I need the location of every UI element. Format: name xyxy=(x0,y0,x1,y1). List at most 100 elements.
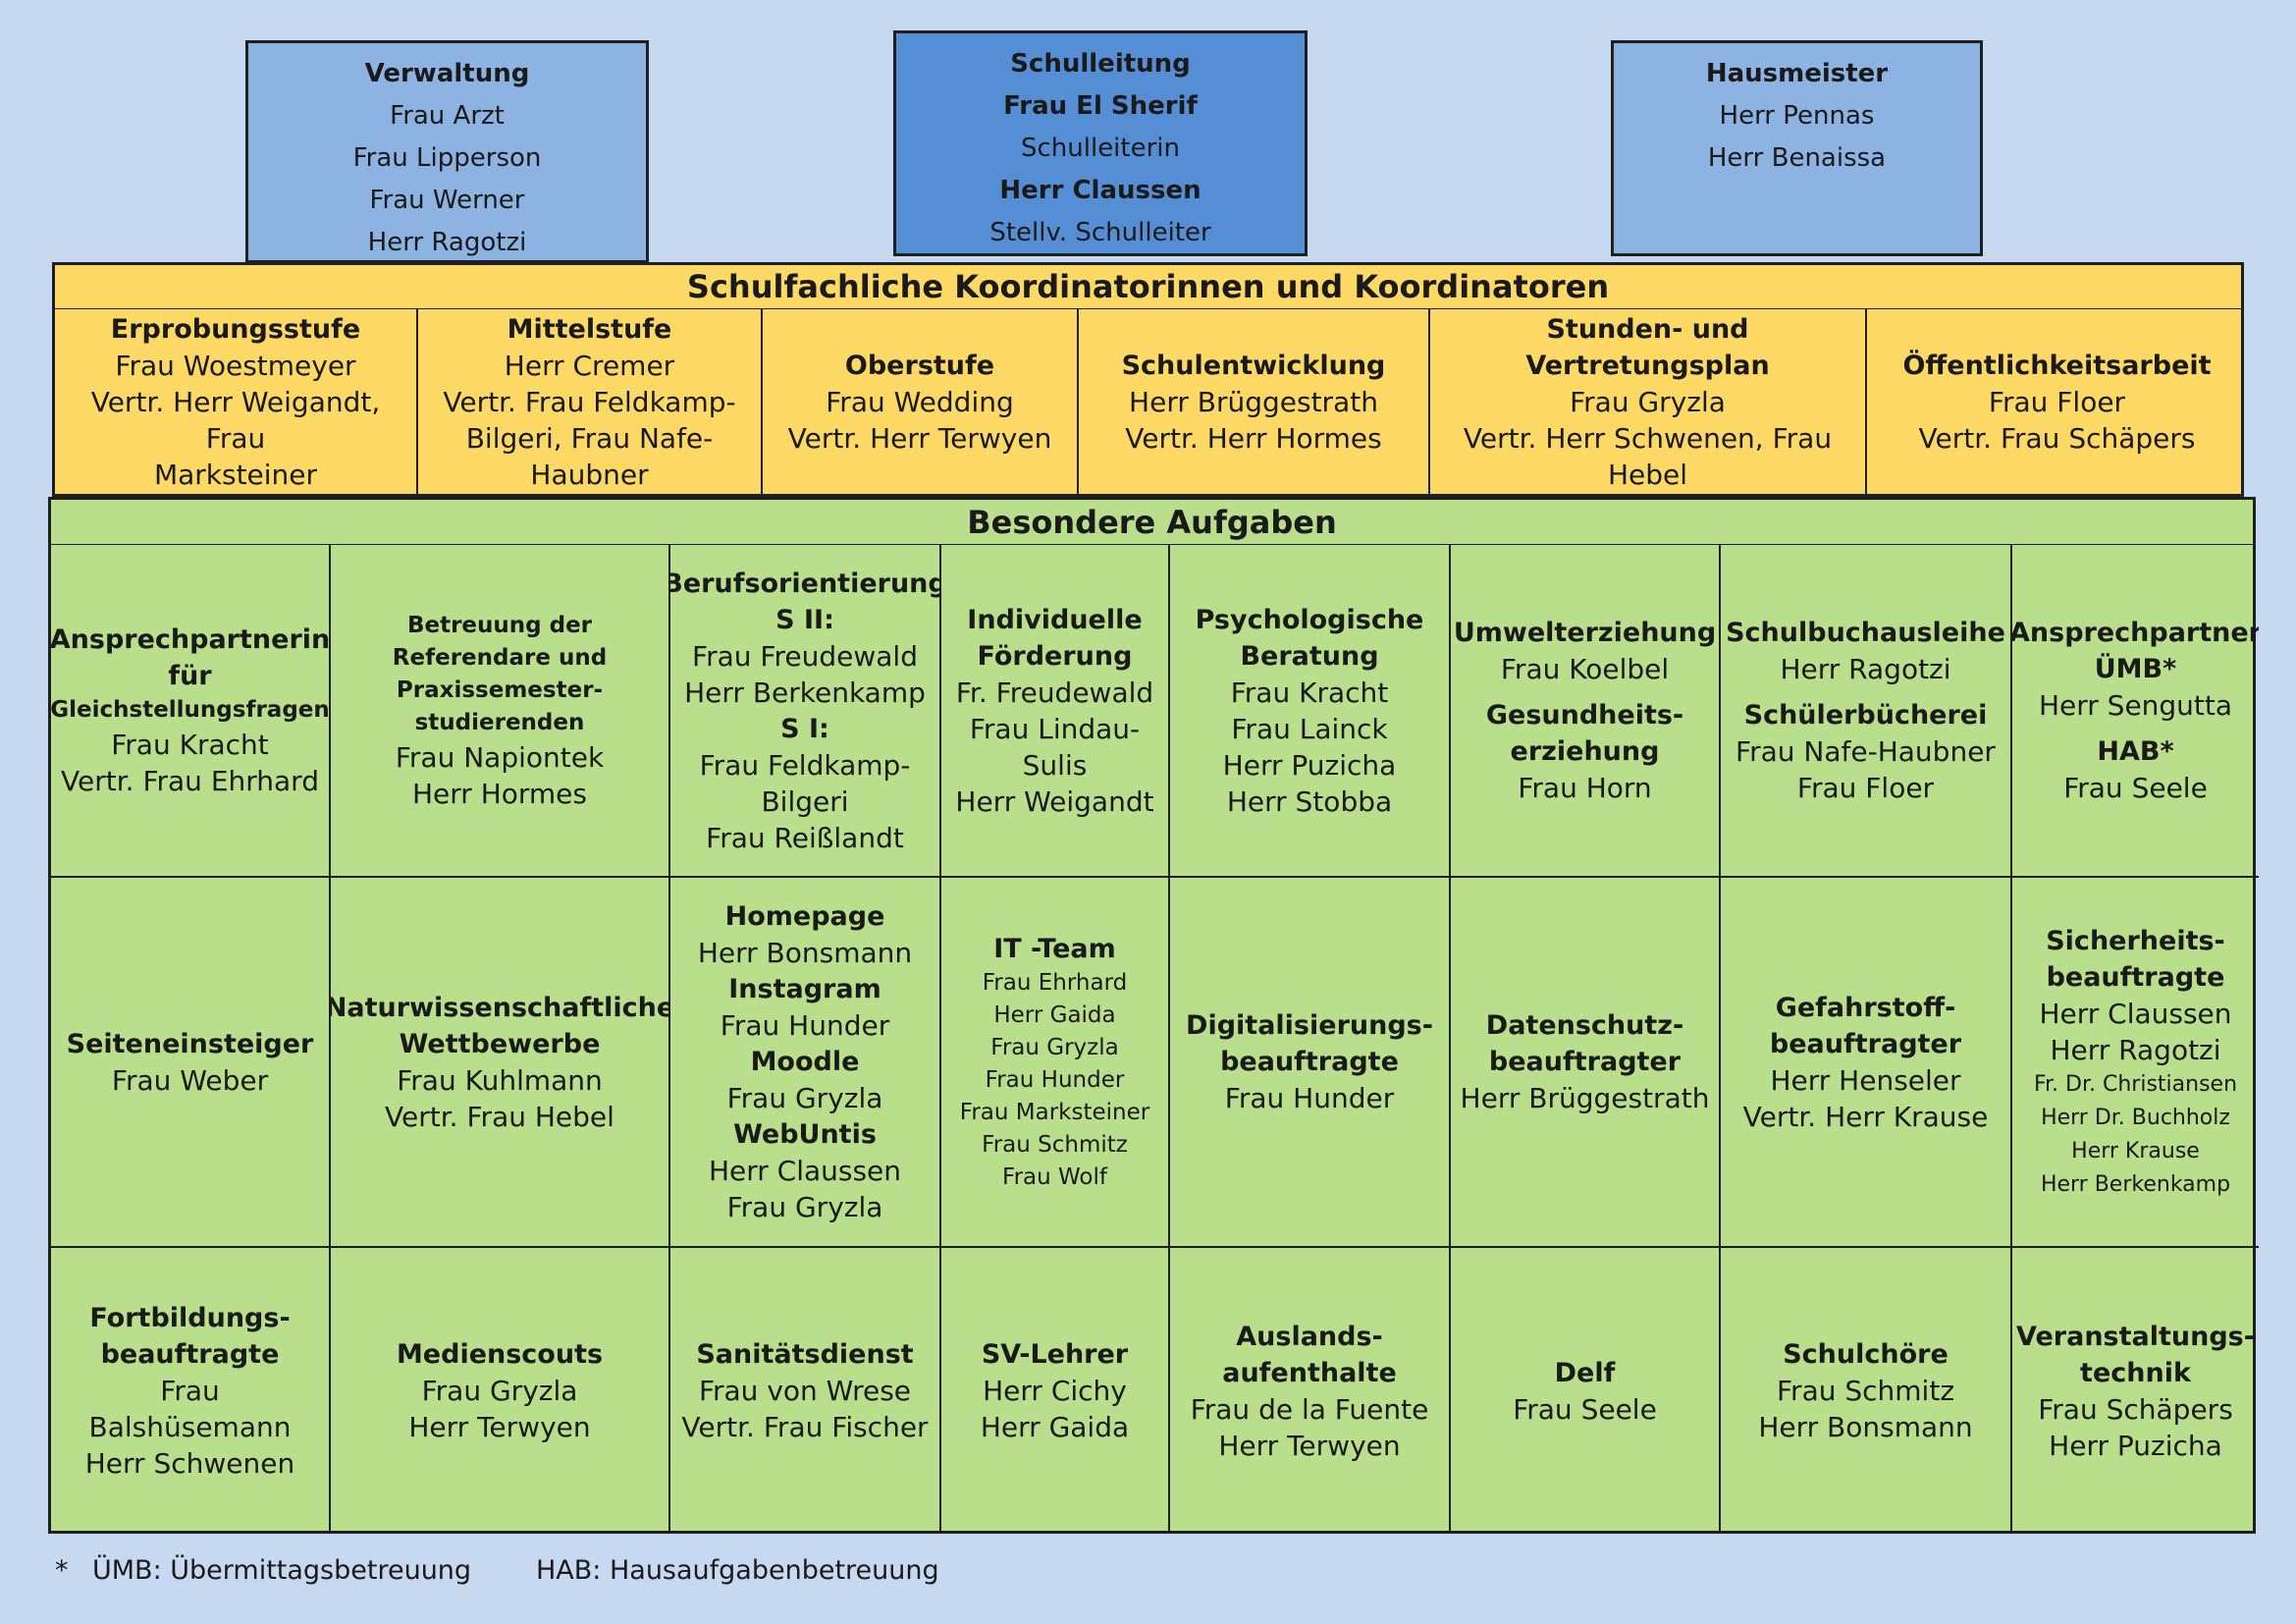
text-line: beauftragter xyxy=(1769,1028,1962,1059)
text-line: Frau Arzt xyxy=(390,101,505,131)
text-line: Vertr. Frau Schäpers xyxy=(1918,421,2196,455)
text-line: Frau Woestmeyer xyxy=(115,349,356,382)
text-line: S II: xyxy=(775,604,834,635)
text-line: Frau Weber xyxy=(111,1063,269,1097)
text-line: Frau Napiontek xyxy=(395,740,605,774)
text-line: Fortbildungs- xyxy=(89,1303,291,1333)
text-line: Herr Dr. Buchholz xyxy=(2041,1105,2230,1130)
text-line: Herr Cichy xyxy=(983,1375,1127,1407)
text-line: Medienscouts xyxy=(396,1339,604,1370)
text-line: Frau de la Fuente xyxy=(1190,1392,1429,1426)
text-line: Schulleitung xyxy=(1010,49,1191,79)
text-line: Herr Ragotzi xyxy=(367,228,527,257)
text-line: Vertr. Frau Ehrhard xyxy=(61,765,319,797)
text-line: Psychologische xyxy=(1195,604,1424,635)
text-line: Frau Nafe-Haubner xyxy=(1735,735,1996,768)
text-line: Herr Stobba xyxy=(1226,785,1393,818)
text-line: Frau Wolf xyxy=(1002,1164,1107,1190)
text-line: Herr Henseler xyxy=(1770,1063,1961,1097)
text-line: Frau Floer xyxy=(1796,772,1935,804)
text-line: Herr Schwenen xyxy=(84,1447,295,1480)
text-line: für xyxy=(168,661,212,691)
text-line: Frau Werner xyxy=(369,186,525,215)
text-line: Referendare und xyxy=(392,644,608,671)
text-line: Bilgeri, Frau Nafe- xyxy=(465,421,714,455)
text-line: technik xyxy=(2080,1357,2191,1388)
text-line: Frau Koelbel xyxy=(1500,653,1670,685)
text-line: Herr Pennas xyxy=(1719,101,1875,131)
text-line: Frau Ehrhard xyxy=(982,969,1128,996)
text-line: Herr Gaida xyxy=(980,1411,1130,1443)
text-line: Herr Benaissa xyxy=(1707,143,1887,173)
text-line: erziehung xyxy=(1510,736,1660,767)
text-line: Herr Terwyen xyxy=(1218,1429,1401,1462)
text-line: Herr Claussen xyxy=(708,1155,902,1187)
footnote-hab: HAB: Hausaufgabenbetreuung xyxy=(536,1555,939,1586)
text-line: Frau Floer xyxy=(1988,385,2126,418)
text-line: Sulis xyxy=(1022,748,1088,782)
text-line: Herr Claussen xyxy=(999,176,1201,205)
text-line: Herr Puzicha xyxy=(1222,748,1397,782)
text-line: studierenden xyxy=(414,709,585,735)
text-line: Wettbewerbe xyxy=(399,1028,601,1059)
text-line: Frau Feldkamp- xyxy=(699,748,911,782)
text-line: Betreuung der xyxy=(406,612,593,638)
text-line: Frau Schäpers xyxy=(2038,1392,2233,1426)
text-line: Datenschutz- xyxy=(1485,1010,1684,1041)
special-tasks-title: Besondere Aufgaben xyxy=(48,497,2256,547)
text-line: Beratung xyxy=(1240,640,1379,672)
text-line: Vertr. Frau Fischer xyxy=(681,1411,929,1443)
text-line: Frau Seele xyxy=(2063,772,2208,804)
text-line: Frau Gryzla xyxy=(990,1034,1119,1060)
text-line: Frau Reißlandt xyxy=(706,821,904,854)
text-line: Frau Lainck xyxy=(1231,712,1388,745)
text-line: Herr Ragotzi xyxy=(2050,1033,2221,1066)
text-line: Frau Kracht xyxy=(111,729,269,761)
text-line: Veranstaltungs- xyxy=(2016,1321,2255,1352)
text-line: Frau El Sherif xyxy=(1003,91,1198,121)
text-line: Frau Marksteiner xyxy=(959,1099,1150,1125)
text-line: Ansprechpartnerin xyxy=(51,624,331,655)
text-line: Frau Seele xyxy=(1513,1392,1657,1426)
text-line: Herr Berkenkamp xyxy=(2040,1171,2231,1197)
text-line: Schulbuchausleihe xyxy=(1726,618,2005,648)
text-line: Vertr. Herr Terwyen xyxy=(787,421,1052,455)
text-line: Förderung xyxy=(977,640,1133,672)
text-line: Frau Schmitz xyxy=(1776,1375,1955,1407)
text-line: Frau Hunder xyxy=(720,1009,890,1042)
text-line: Herr Gaida xyxy=(993,1001,1116,1028)
text-line: Vertr. Herr Schwenen, Frau xyxy=(1463,421,1833,455)
text-line: Praxissemester- xyxy=(396,677,604,703)
text-line: Instagram xyxy=(728,974,881,1004)
text-line: Herr Krause xyxy=(2071,1138,2200,1164)
text-line: Frau Gryzla xyxy=(421,1375,578,1407)
text-line: Oberstufe xyxy=(844,350,995,381)
text-line: Öffentlichkeitsarbeit xyxy=(1902,350,2212,381)
text-line: Vertr. Frau Feldkamp- xyxy=(443,385,736,418)
text-line: Herr Puzicha xyxy=(2049,1429,2222,1462)
text-line: Frau Kuhlmann xyxy=(397,1063,603,1097)
